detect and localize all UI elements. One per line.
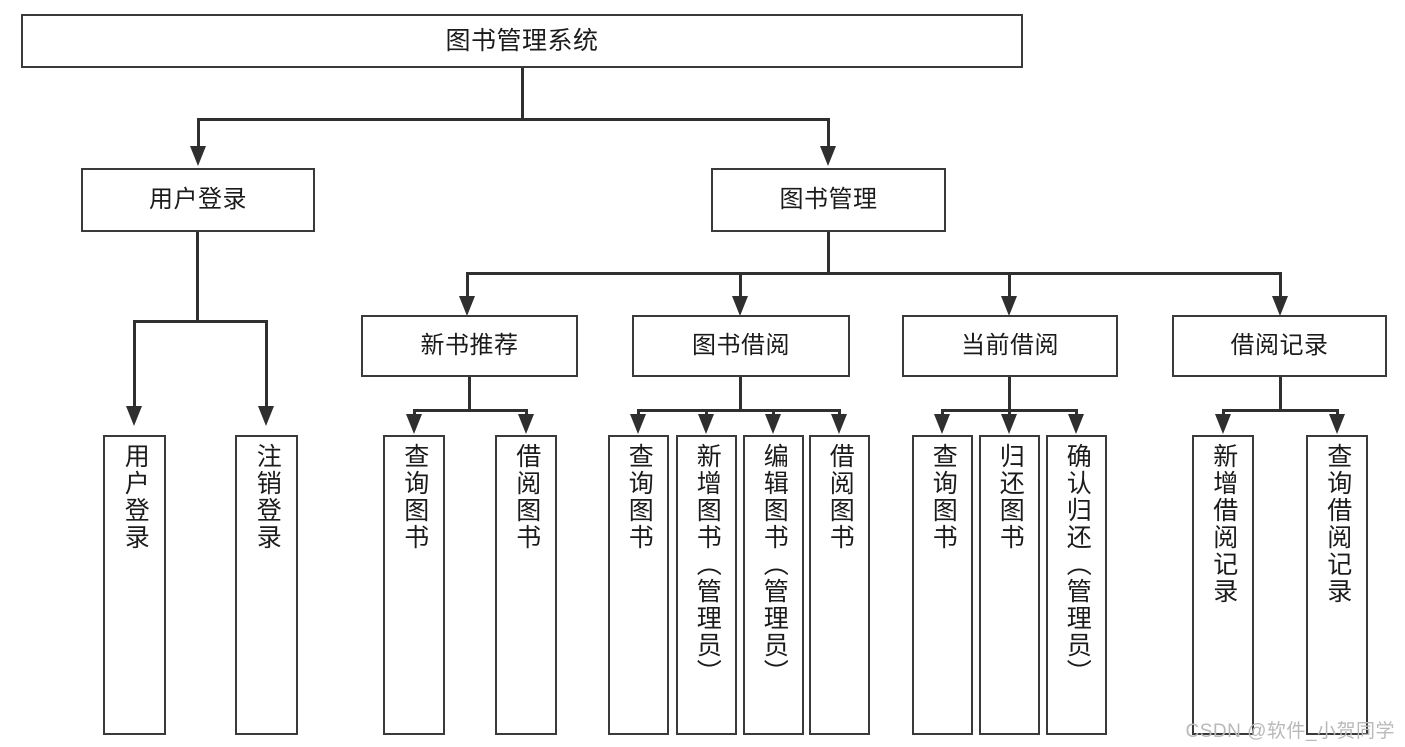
arrowhead-root-to-user-login [190,146,206,166]
connector-book-management-bus [466,272,1282,275]
connector-bm-to-current-borrow [1008,272,1011,298]
node-label: 借阅记录 [1230,331,1329,359]
node-borrow-record[interactable]: 借阅记录 [1172,315,1387,377]
node-label: 注销登录 [253,443,282,551]
arrowhead-cb-leaf-1 [934,414,950,434]
arrowhead-root-to-book-management [820,146,836,166]
leaf-query-borrow-record[interactable]: 查询借阅记录 [1306,435,1368,735]
arrowhead-newbook-leaf-2 [518,414,534,434]
arrowhead-bb-leaf-3 [765,414,781,434]
connector-user-login-stem [196,232,199,322]
leaf-edit-book-admin[interactable]: 编辑图书（管理员） [743,435,804,735]
arrowhead-user-login-leaf-1 [126,406,142,426]
arrowhead-newbook-leaf-1 [406,414,422,434]
connector-root-to-book-management [827,118,830,148]
leaf-logout[interactable]: 注销登录 [235,435,298,735]
leaf-borrow-book-new-book[interactable]: 借阅图书 [495,435,557,735]
connector-user-login-bus [133,320,268,323]
node-label: 图书管理 [779,185,878,213]
arrowhead-bm-to-borrow-record [1272,296,1288,316]
node-label: 图书管理系统 [445,27,599,55]
leaf-confirm-return-admin[interactable]: 确认归还（管理员） [1046,435,1107,735]
leaf-add-book-admin[interactable]: 新增图书（管理员） [676,435,737,735]
arrowhead-br-leaf-1 [1215,414,1231,434]
node-label: 借阅图书 [512,443,541,551]
leaf-query-book-borrow[interactable]: 查询图书 [608,435,669,735]
node-root-book-management-system[interactable]: 图书管理系统 [21,14,1023,68]
arrowhead-bb-leaf-1 [630,414,646,434]
connector-book-management-stem [827,232,830,274]
node-label: 用户登录 [149,185,247,213]
node-new-book-recommend[interactable]: 新书推荐 [361,315,578,377]
arrowhead-bm-to-borrow-book [732,296,748,316]
connector-root-bus [197,118,829,121]
connector-bm-to-borrow-record [1279,272,1282,298]
node-label: 新增借阅记录 [1209,443,1238,605]
node-label: 新增图书（管理员） [693,443,722,686]
connector-root-to-user-login [197,118,200,148]
node-label: 编辑图书（管理员） [760,443,789,686]
connector-user-login-to-leaf-2 [265,320,268,408]
node-label: 图书借阅 [692,331,790,359]
leaf-user-login[interactable]: 用户登录 [103,435,166,735]
arrowhead-cb-leaf-2 [1001,414,1017,434]
node-label: 查询图书 [929,443,958,551]
node-label: 确认归还（管理员） [1063,443,1092,686]
leaf-return-book[interactable]: 归还图书 [979,435,1040,735]
connector-bm-to-borrow-book [739,272,742,298]
connector-book-borrow-stem [739,377,742,411]
node-label: 归还图书 [996,443,1025,551]
connector-new-book-stem [468,377,471,411]
node-label: 借阅图书 [826,443,855,551]
node-label: 新书推荐 [420,331,519,359]
connector-borrow-record-bus [1222,409,1339,412]
leaf-query-book-new-book[interactable]: 查询图书 [383,435,445,735]
leaf-add-borrow-record[interactable]: 新增借阅记录 [1192,435,1254,735]
node-label: 查询图书 [400,443,429,551]
arrowhead-cb-leaf-3 [1068,414,1084,434]
node-label: 当前借阅 [961,331,1059,359]
arrowhead-user-login-leaf-2 [258,406,274,426]
arrowhead-bb-leaf-2 [698,414,714,434]
connector-user-login-to-leaf-1 [133,320,136,408]
connector-root-stem [521,68,524,120]
node-user-login[interactable]: 用户登录 [81,168,315,232]
arrowhead-bb-leaf-4 [831,414,847,434]
node-label: 用户登录 [121,443,150,551]
connector-book-borrow-bus [637,409,840,412]
leaf-query-book-current[interactable]: 查询图书 [912,435,973,735]
leaf-borrow-book-borrow[interactable]: 借阅图书 [809,435,870,735]
connector-current-borrow-stem [1008,377,1011,411]
node-current-borrow[interactable]: 当前借阅 [902,315,1118,377]
node-book-borrow[interactable]: 图书借阅 [632,315,850,377]
connector-new-book-bus [413,409,528,412]
node-label: 查询借阅记录 [1323,443,1352,605]
arrowhead-br-leaf-2 [1329,414,1345,434]
arrowhead-bm-to-new-book [459,296,475,316]
connector-bm-to-new-book [466,272,469,298]
node-label: 查询图书 [625,443,654,551]
node-book-management[interactable]: 图书管理 [711,168,946,232]
arrowhead-bm-to-current-borrow [1001,296,1017,316]
connector-borrow-record-stem [1279,377,1282,411]
